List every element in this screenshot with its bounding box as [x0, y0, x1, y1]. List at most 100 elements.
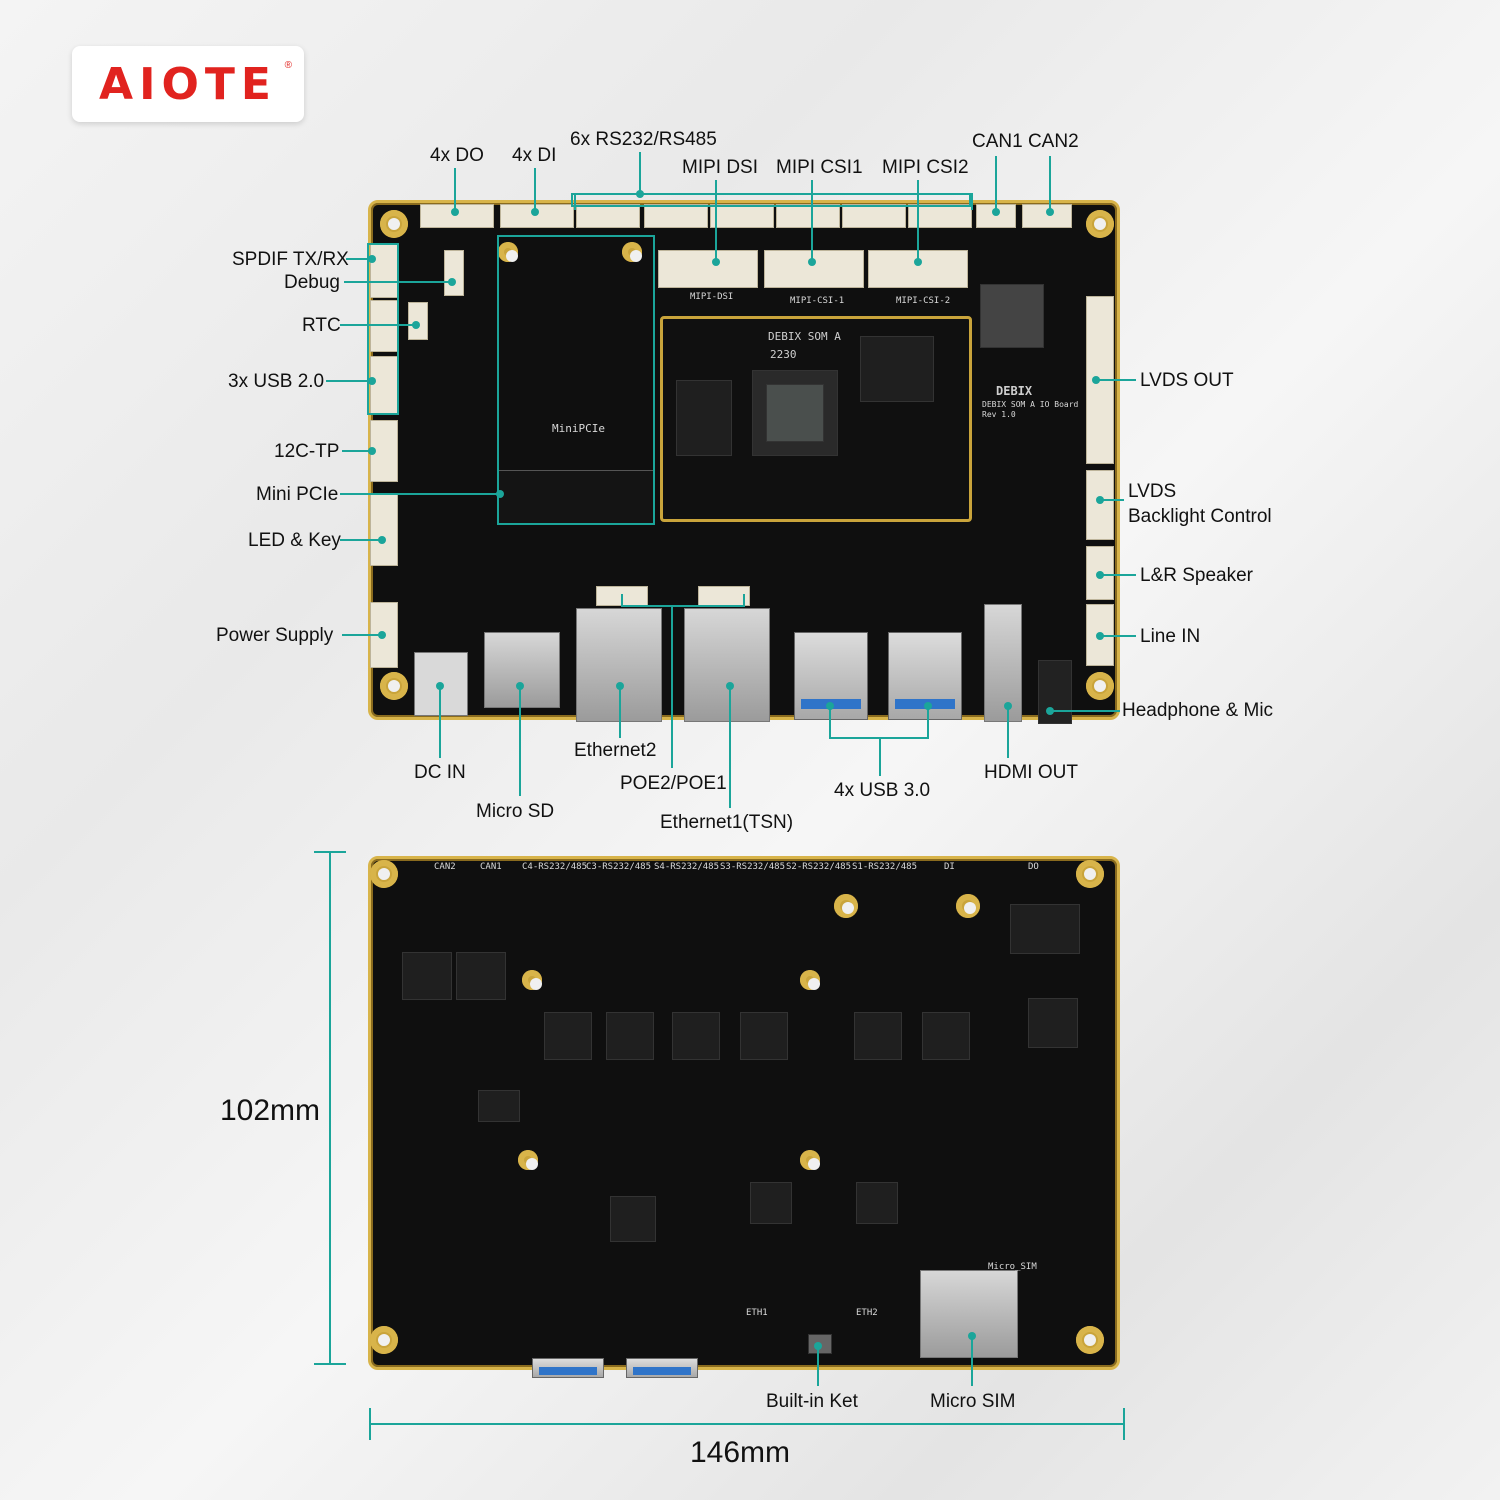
mounting-hole: [1086, 672, 1114, 700]
back-rs-s2-silk: S2-RS232/485: [786, 862, 852, 872]
transceiver-chip: [854, 1012, 902, 1060]
label-line-in: Line IN: [1140, 626, 1201, 647]
mipi-dsi-connector: [658, 250, 758, 288]
back-rs-s4-silk: S4-RS232/485: [654, 862, 720, 872]
usb3-port-bottom-left: [532, 1358, 604, 1378]
mipi-csi1-silk: MIPI-CSI-1: [790, 296, 845, 306]
antenna-pad: [498, 242, 518, 262]
transceiver-chip: [606, 1012, 654, 1060]
antenna-pad: [622, 242, 642, 262]
label-built-in-key: Built-in Ket: [766, 1391, 858, 1412]
mounting-hole: [370, 1326, 398, 1354]
rs-connector: [710, 204, 774, 228]
label-spdif: SPDIF TX/RX: [232, 249, 349, 270]
label-mipi-csi2: MIPI CSI2: [882, 157, 969, 178]
label-rtc: RTC: [302, 315, 341, 336]
ethernet-phy-chip: [856, 1182, 898, 1224]
antenna-pad: [834, 894, 858, 918]
dimension-width: 146mm: [690, 1436, 791, 1469]
label-dc-in: DC IN: [414, 762, 466, 783]
label-usb3: 4x USB 3.0: [834, 780, 931, 801]
transceiver-chip: [922, 1012, 970, 1060]
emmc-chip: [860, 336, 934, 402]
transceiver-chip: [456, 952, 506, 1000]
mounting-hole: [1076, 1326, 1104, 1354]
label-backlight-control: Backlight Control: [1128, 506, 1272, 527]
usb-hub-chip: [610, 1196, 656, 1242]
transceiver-chip: [544, 1012, 592, 1060]
micro-sim-silk: Micro_SIM: [988, 1262, 1037, 1272]
transceiver-chip: [740, 1012, 788, 1060]
headphone-jack: [1038, 660, 1072, 724]
usb2-connector: [370, 356, 398, 414]
board-brand-mark: DEBIX: [996, 384, 1033, 398]
eth1-silk: ETH1: [746, 1308, 768, 1318]
antenna-pad: [956, 894, 980, 918]
do-connector: [420, 204, 494, 228]
standoff-pad: [800, 970, 820, 990]
minipcie-slot: [498, 470, 654, 524]
registered-mark: ®: [284, 60, 292, 71]
label-mipi-dsi: MIPI DSI: [682, 157, 759, 178]
label-usb2: 3x USB 2.0: [228, 371, 325, 392]
label-debug: Debug: [284, 272, 340, 293]
regulator-chip: [1010, 904, 1080, 954]
controller-chip: [1028, 998, 1078, 1048]
label-led-key: LED & Key: [248, 530, 341, 551]
mounting-hole: [1076, 860, 1104, 888]
label-ethernet1: Ethernet1(TSN): [660, 812, 794, 833]
dimension-height: 102mm: [220, 1094, 321, 1127]
hdmi-port: [984, 604, 1022, 722]
label-lvds-out: LVDS OUT: [1140, 370, 1234, 391]
label-micro-sd: Micro SD: [476, 801, 555, 822]
back-can1-silk: CAN1: [480, 862, 502, 872]
standoff-pad: [518, 1150, 538, 1170]
brand-logo: AIOTE ®: [72, 46, 304, 122]
back-rs-s1-silk: S1-RS232/485: [852, 862, 918, 872]
can2-connector: [1022, 204, 1072, 228]
label-can1-can2: CAN1 CAN2: [972, 131, 1079, 152]
transceiver-chip: [672, 1012, 720, 1060]
transceiver-chip: [402, 952, 452, 1000]
back-rs-s3-silk: S3-RS232/485: [720, 862, 786, 872]
mipi-dsi-silk: MIPI-DSI: [690, 292, 734, 302]
label-4x-di: 4x DI: [512, 145, 557, 166]
rs-connector: [842, 204, 906, 228]
memory-chip: [676, 380, 732, 456]
usb3-port-bottom-right: [626, 1358, 698, 1378]
back-di-silk: DI: [944, 862, 955, 872]
som-title: DEBIX SOM A: [768, 330, 841, 343]
standoff-pad: [522, 970, 542, 990]
minipcie-silk: MiniPCIe: [552, 422, 605, 435]
logo-text: AIOTE: [99, 58, 277, 110]
micro-sim-slot: [920, 1270, 1018, 1358]
mipi-csi1-connector: [764, 250, 864, 288]
board-rev-silk: Rev 1.0: [982, 410, 1016, 419]
label-lvds: LVDS: [1128, 481, 1177, 502]
mounting-hole: [1086, 210, 1114, 238]
label-poe: POE2/POE1: [620, 773, 727, 794]
rtc-small-connector: [408, 302, 428, 340]
rs-connector: [644, 204, 708, 228]
board-name-silk: DEBIX SOM A IO Board: [982, 400, 1079, 409]
label-power-supply: Power Supply: [216, 625, 334, 646]
lvds-backlight-connector: [1086, 470, 1114, 540]
back-rs-c4-silk: C4-RS232/485: [522, 862, 588, 872]
back-can2-silk: CAN2: [434, 862, 456, 872]
label-ethernet2: Ethernet2: [574, 740, 657, 761]
back-do-silk: DO: [1028, 862, 1039, 872]
back-rs-c3-silk: C3-RS232/485: [586, 862, 652, 872]
speaker-connector: [1086, 546, 1114, 600]
eth2-silk: ETH2: [856, 1308, 878, 1318]
label-speaker: L&R Speaker: [1140, 565, 1254, 586]
mipi-csi2-silk: MIPI-CSI-2: [896, 296, 951, 306]
label-rs232-rs485: 6x RS232/RS485: [570, 129, 717, 150]
label-headphone-mic: Headphone & Mic: [1122, 700, 1274, 721]
mounting-hole: [380, 672, 408, 700]
label-i2c-tp: 12C-TP: [274, 441, 340, 462]
label-hdmi-out: HDMI OUT: [984, 762, 1078, 783]
label-mipi-csi1: MIPI CSI1: [776, 157, 863, 178]
mounting-hole: [370, 860, 398, 888]
ethernet-phy-chip: [750, 1182, 792, 1224]
